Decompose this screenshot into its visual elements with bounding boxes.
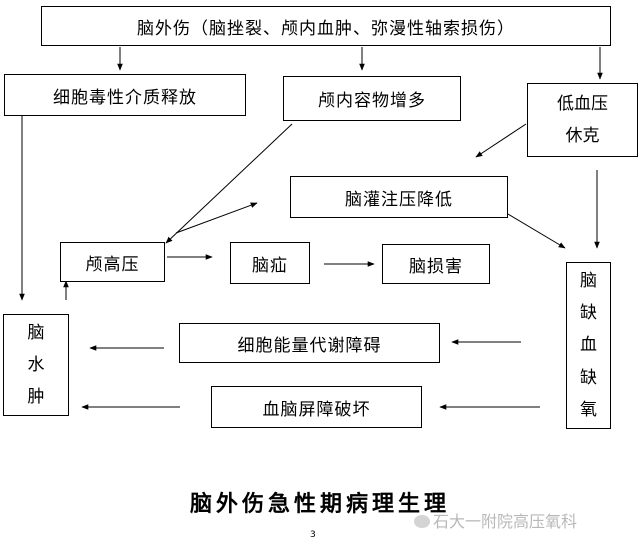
herniation-box: 脑疝 [230,242,310,284]
arrow-perfusion-to-ischemia [507,213,566,249]
bbb-disruption-label: 血脑屏障破坏 [262,399,371,420]
arrow-icp-to-perfusion [175,202,258,234]
herniation-label: 脑疝 [252,255,288,276]
bbb-disruption-box: 血脑屏障破坏 [211,386,422,428]
intracranial-volume-box: 颅内容物增多 [283,76,461,121]
icp-label: 颅高压 [85,254,140,275]
ischemia-char-3: 血 [580,335,597,356]
ischemia-char-5: 氧 [580,399,597,420]
perfusion-drop-label: 脑灌注压降低 [345,189,453,210]
brain-trauma-box: 脑外伤（脑挫裂、颅内血肿、弥漫性轴索损伤） [41,6,611,46]
watermark: 石大一附院高压氧科 [414,508,577,532]
icp-box: 颅高压 [60,242,165,282]
edema-char-2: 水 [27,354,45,375]
cerebral-edema-box: 脑 水 肿 [3,314,69,416]
perfusion-drop-box: 脑灌注压降低 [290,176,508,218]
intracranial-volume-label: 颅内容物增多 [318,91,426,111]
wechat-logo-icon [414,515,430,528]
low-bp-shock-box: 低血压 休克 [527,83,638,157]
diagram-title: 脑外伤急性期病理生理 [189,492,450,517]
ischemia-char-4: 缺 [580,367,597,388]
low-bp-label: 低血压 [557,93,608,114]
ischemia-char-1: 脑 [580,270,597,291]
brain-injury-label: 脑损害 [409,256,463,277]
ischemia-hypoxia-box: 脑 缺 血 缺 氧 [566,262,611,429]
arrow-volume-to-icp [165,123,293,244]
toxic-mediator-label: 细胞毒性介质释放 [53,87,197,108]
shock-label: 休克 [565,126,600,146]
ischemia-char-2: 缺 [580,303,597,324]
toxic-mediator-box: 细胞毒性介质释放 [4,74,246,116]
arrow-lowbp-to-perfusion [475,123,527,158]
edema-char-3: 肿 [27,387,45,408]
brain-trauma-label: 脑外伤（脑挫裂、颅内血肿、弥漫性轴索损伤） [137,18,515,39]
watermark-text: 石大一附院高压氧科 [433,512,578,531]
page-number: 3 [310,530,316,540]
brain-injury-box: 脑损害 [382,244,490,284]
energy-metabolism-box: 细胞能量代谢障碍 [179,323,440,363]
edema-char-1: 脑 [27,322,45,343]
energy-metabolism-label: 细胞能量代谢障碍 [237,335,382,356]
